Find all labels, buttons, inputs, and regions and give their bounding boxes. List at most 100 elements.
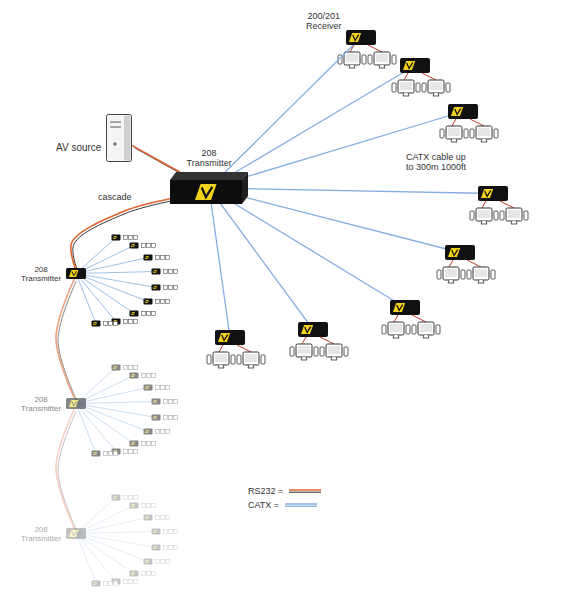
mini-monitor: [164, 416, 168, 420]
speaker-icon: [261, 355, 265, 364]
speaker-icon: [382, 325, 386, 334]
mini-monitor: [169, 270, 173, 274]
mini-monitor: [166, 256, 170, 260]
catx-cable: [76, 388, 148, 404]
mini-monitor: [166, 386, 170, 390]
mini-monitor: [134, 496, 138, 500]
speaker-icon: [500, 211, 504, 220]
monitor-icon: [326, 344, 342, 357]
mini-monitor: [114, 582, 118, 586]
speaker-icon: [436, 325, 440, 334]
monitor-icon: [296, 344, 312, 357]
cable-line: [132, 145, 180, 172]
legend-text: RS232 =: [248, 486, 283, 496]
logo-plate: [153, 416, 157, 419]
catx-cable: [76, 274, 148, 302]
logo-plate: [131, 374, 135, 377]
speaker-icon: [406, 325, 410, 334]
mini-monitor: [174, 530, 178, 534]
speaker-icon: [412, 325, 416, 334]
mini-monitor: [156, 256, 160, 260]
catx-cable: [209, 66, 415, 189]
logo-mark: [154, 531, 156, 533]
monitor-stand: [478, 280, 484, 283]
mini-monitor: [169, 400, 173, 404]
mini-monitor: [129, 236, 133, 240]
monitor-icon: [374, 52, 390, 65]
monitor-icon: [446, 126, 462, 139]
mini-monitor: [147, 244, 151, 248]
logo-mark: [94, 323, 96, 325]
monitor-screen: [376, 54, 388, 62]
mini-receiver: [152, 415, 161, 421]
logo-plate: [93, 582, 97, 585]
monitor-screen: [478, 210, 490, 218]
monitor-screen: [508, 210, 520, 218]
mini-monitor: [169, 530, 173, 534]
monitor-screen: [430, 82, 442, 90]
catx-cable: [209, 188, 493, 194]
monitor-icon: [388, 322, 404, 335]
monitor-screen: [298, 346, 310, 354]
logo-plate: [403, 61, 415, 70]
logo-plate: [69, 400, 78, 407]
tower-body: [107, 115, 132, 162]
node-shape: [346, 30, 376, 45]
mini-receiver: [92, 451, 101, 457]
transmitter-body: [66, 528, 86, 539]
logo-mark: [132, 443, 134, 445]
legend-line: [289, 492, 321, 493]
logo-plate: [481, 189, 493, 198]
monitor-stand: [451, 139, 457, 142]
logo-plate: [349, 33, 361, 42]
mini-receiver: [112, 365, 121, 371]
catx-cable: [76, 534, 156, 548]
mini-receiver: [130, 311, 139, 317]
speaker-icon: [494, 211, 498, 220]
logo-plate: [153, 270, 157, 273]
speaker-icon: [446, 83, 450, 92]
mini-receiver: [144, 429, 153, 435]
monitor-icon: [443, 267, 459, 280]
logo-mark: [94, 583, 96, 585]
mini-monitor: [104, 582, 108, 586]
mini-monitor: [152, 244, 156, 248]
node-heading: 200/201 Receiver: [306, 11, 342, 32]
monitor-screen: [420, 324, 432, 332]
logo-mark: [132, 245, 134, 247]
cable-connector: [225, 45, 353, 172]
monitor-screen: [346, 54, 358, 62]
receiver-body: [478, 186, 508, 201]
mini-monitor: [152, 374, 156, 378]
catx-cable: [76, 404, 96, 454]
logo-plate: [153, 286, 157, 289]
logo-mark: [154, 401, 156, 403]
node-heading: AV source: [56, 142, 101, 154]
mini-receiver: [130, 373, 139, 379]
mini-monitor: [164, 286, 168, 290]
mini-monitor: [169, 546, 173, 550]
monitor-screen: [475, 269, 487, 277]
logo-plate: [113, 496, 117, 499]
transmitter-front: [170, 180, 242, 204]
node-heading: 208 Transmitter: [21, 395, 61, 413]
speaker-icon: [392, 55, 396, 64]
speaker-icon: [362, 55, 366, 64]
catx-cable: [76, 534, 148, 562]
logo-mark: [154, 271, 156, 273]
catx-cable: [209, 188, 230, 338]
mini-monitor: [104, 322, 108, 326]
cascade-cluster: [76, 495, 178, 587]
receiver-body: [448, 104, 478, 119]
cable-connector: [132, 145, 182, 174]
mini-monitor: [129, 496, 133, 500]
logo-plate: [69, 530, 78, 537]
monitor-stand: [393, 335, 399, 338]
mini-receiver: [144, 515, 153, 521]
mini-monitor: [169, 286, 173, 290]
logo-plate: [145, 516, 149, 519]
logo-plate: [93, 322, 97, 325]
receiver-body: [445, 245, 475, 260]
catx-cable: [76, 272, 156, 274]
